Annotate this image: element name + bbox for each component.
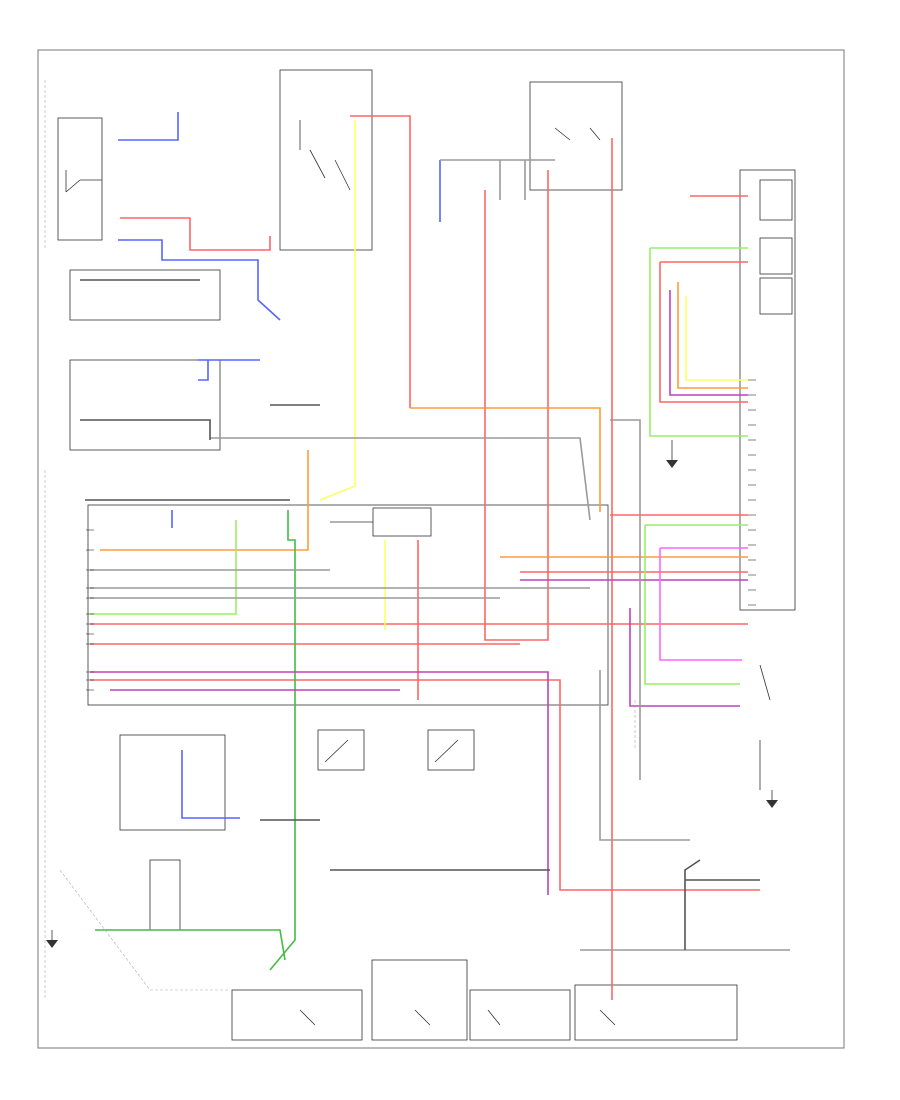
center-relay-pair [317, 729, 475, 771]
wires-yellow [319, 120, 748, 630]
top-right-switch-box [529, 81, 623, 191]
top-relay-box [279, 69, 373, 251]
ground-symbol [766, 790, 778, 808]
top-left-switch [57, 117, 103, 241]
dashed-lines [44, 80, 636, 1000]
right-connector-module [739, 169, 796, 611]
wires-pink [659, 547, 748, 661]
diagram-frame [37, 49, 845, 1049]
wires-dark-gray [80, 279, 760, 950]
wires-green [95, 510, 296, 971]
bottom-switches [231, 959, 738, 1041]
wires-light-green [90, 247, 748, 685]
ground-symbol [46, 930, 58, 948]
wires-blue [118, 112, 441, 819]
wires-violet [90, 290, 748, 895]
lower-left-box [119, 734, 226, 931]
ground-symbol [666, 440, 678, 468]
left-module [87, 504, 609, 706]
right-lower-switch [759, 664, 771, 790]
wires-red [90, 115, 760, 1000]
wires-orange [100, 282, 748, 558]
center-relay [330, 507, 432, 537]
left-module-pins [86, 529, 94, 691]
left-mid-component [69, 269, 221, 451]
wires-gray [90, 159, 790, 951]
right-connector-pins [748, 379, 756, 606]
